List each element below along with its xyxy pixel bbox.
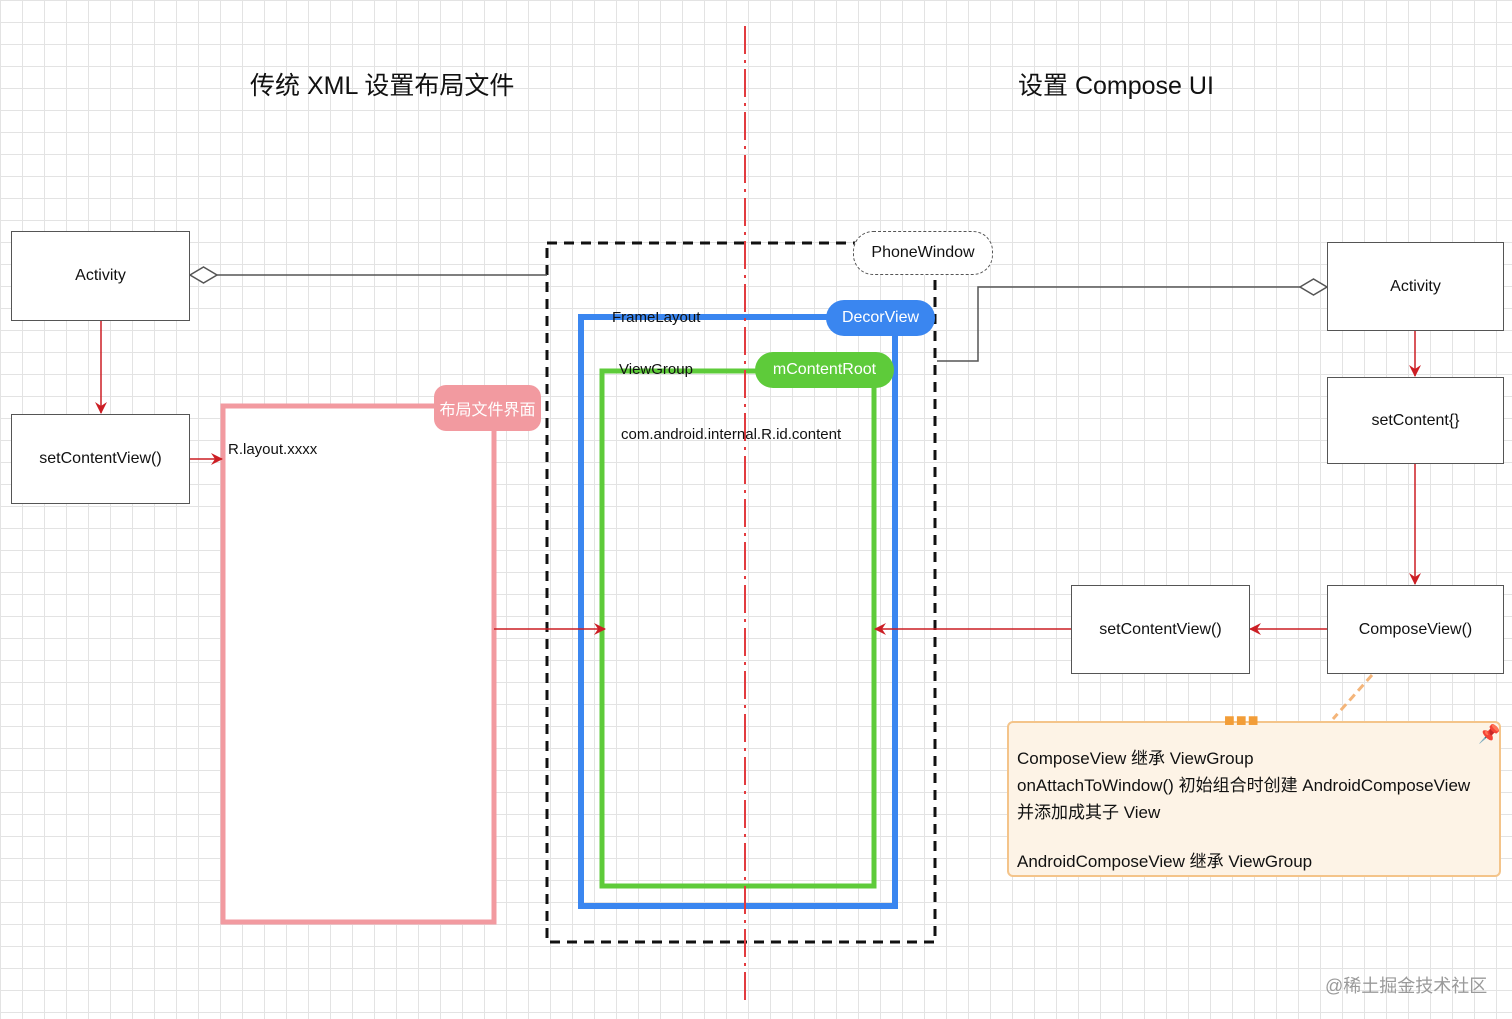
- left-setcontentview-label: setContentView(): [39, 450, 162, 467]
- heading-traditional-xml: 传统 XML 设置布局文件: [250, 72, 515, 100]
- note-line-3: 并添加成其子 View: [1017, 803, 1161, 822]
- compose-view-note: ComposeView 继承 ViewGroup onAttachToWindo…: [1007, 721, 1501, 877]
- content-root-frame: [599, 368, 877, 889]
- view-group-label: ViewGroup: [619, 361, 693, 378]
- phone-window-label: PhoneWindow: [871, 244, 975, 261]
- decor-view-tag: DecorView: [826, 300, 935, 336]
- phone-window-frame: [545, 241, 937, 944]
- decor-view-frame: [578, 314, 898, 909]
- phone-window-tag: PhoneWindow: [853, 231, 993, 275]
- compose-view-box: ComposeView(): [1327, 585, 1504, 674]
- right-setcontentview-box: setContentView(): [1071, 585, 1250, 674]
- right-activity-label: Activity: [1390, 277, 1441, 295]
- compose-view-label: ComposeView(): [1358, 620, 1473, 638]
- layout-file-tag-label: 布局文件界面: [439, 402, 536, 419]
- note-line-2: onAttachToWindow() 初始组合时创建 AndroidCompos…: [1017, 776, 1471, 795]
- layout-ref-label: R.layout.xxxx: [228, 441, 318, 458]
- pin-icon: 📌: [1478, 724, 1501, 744]
- more-dots-icon: ■■■: [1224, 710, 1260, 730]
- left-aggregation-diamond: [188, 266, 219, 284]
- note-link-line: [1331, 674, 1374, 720]
- content-root-label: mContentRoot: [772, 361, 877, 378]
- right-aggregation-diamond: [1298, 278, 1329, 296]
- left-setcontentview-box: setContentView(): [11, 414, 190, 504]
- left-activity-box: Activity: [11, 231, 190, 321]
- right-setcontentview-label: setContentView(): [1099, 620, 1222, 638]
- content-id-label: com.android.internal.R.id.content: [621, 426, 842, 443]
- layout-file-frame: [220, 403, 497, 925]
- right-activity-aggregation-line: [937, 286, 1300, 362]
- right-setcontent-label: setContent{}: [1371, 411, 1460, 429]
- decor-view-label: DecorView: [841, 309, 920, 326]
- note-line-1: ComposeView 继承 ViewGroup: [1017, 749, 1254, 768]
- right-setcontent-box: setContent{}: [1327, 377, 1504, 464]
- note-line-4: AndroidComposeView 继承 ViewGroup: [1017, 852, 1313, 871]
- right-activity-box: Activity: [1327, 242, 1504, 331]
- heading-compose-ui: 设置 Compose UI: [1018, 72, 1214, 100]
- frame-layout-label: FrameLayout: [612, 309, 701, 326]
- content-root-tag: mContentRoot: [755, 352, 894, 388]
- watermark: @稀土掘金技术社区: [1325, 976, 1488, 996]
- layout-file-tag: 布局文件界面: [434, 385, 541, 431]
- left-activity-label: Activity: [75, 267, 126, 284]
